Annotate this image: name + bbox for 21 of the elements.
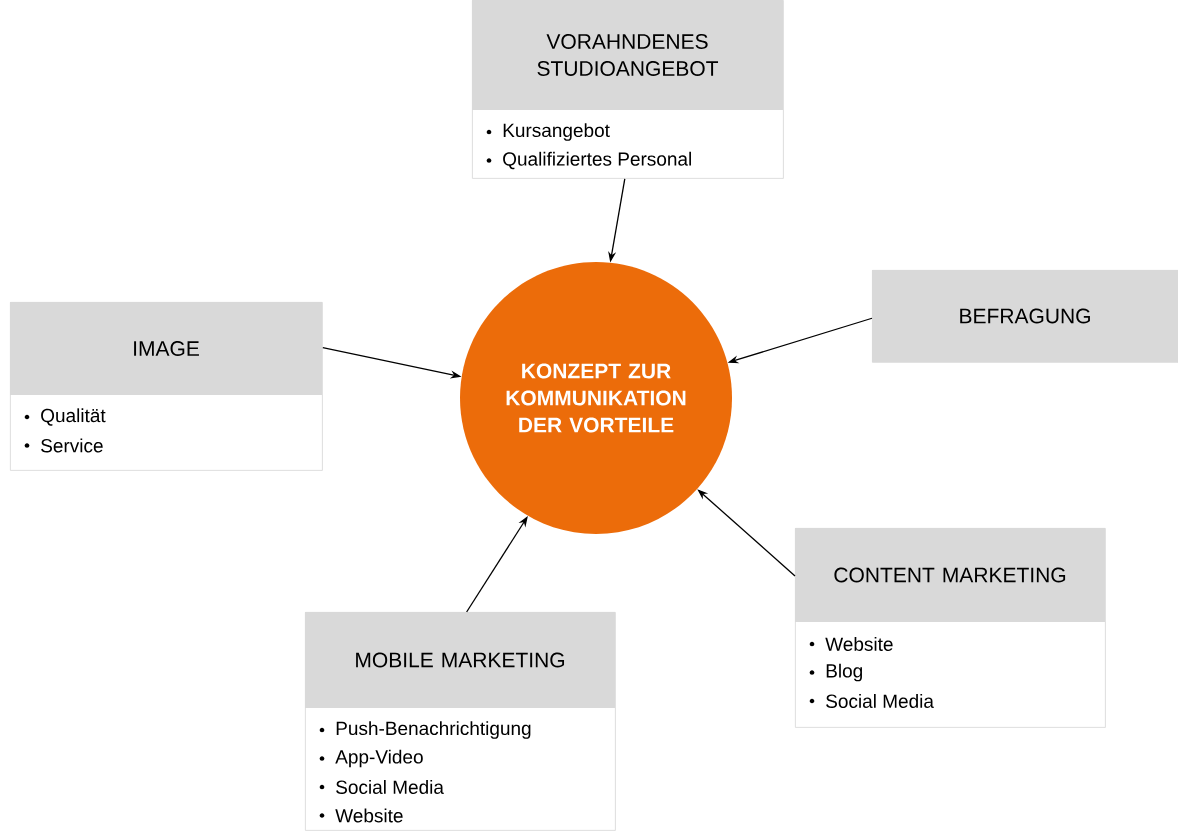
bullet-item: Service [24,438,103,453]
card-header: CONTENT MARKETING [795,528,1105,622]
card-header: IMAGE [10,302,322,395]
card-header: VORAHNDENES STUDIOANGEBOT [472,0,783,110]
bullet-item: Social Media [809,694,934,708]
info-card [872,270,1178,363]
card-header: MOBILE MARKETING [305,612,615,708]
bullet-item: Blog [809,663,862,682]
bullet-item: Push-Benachrichtigung [319,721,531,739]
info-card [472,0,784,179]
bullet-item: Website [319,808,403,823]
info-card [305,612,616,831]
bullet-item: Website [809,637,893,651]
bullet-item: Kursangebot [486,123,610,141]
info-card [10,302,323,471]
card-header: BEFRAGUNG [960,308,1090,324]
bullet-item: Qualität [24,408,106,426]
bullet-item: Social Media [319,780,444,794]
bullet-item: App-Video [319,749,423,768]
info-card [795,528,1106,728]
bullet-item: Qualifiziertes Personal [486,151,691,170]
